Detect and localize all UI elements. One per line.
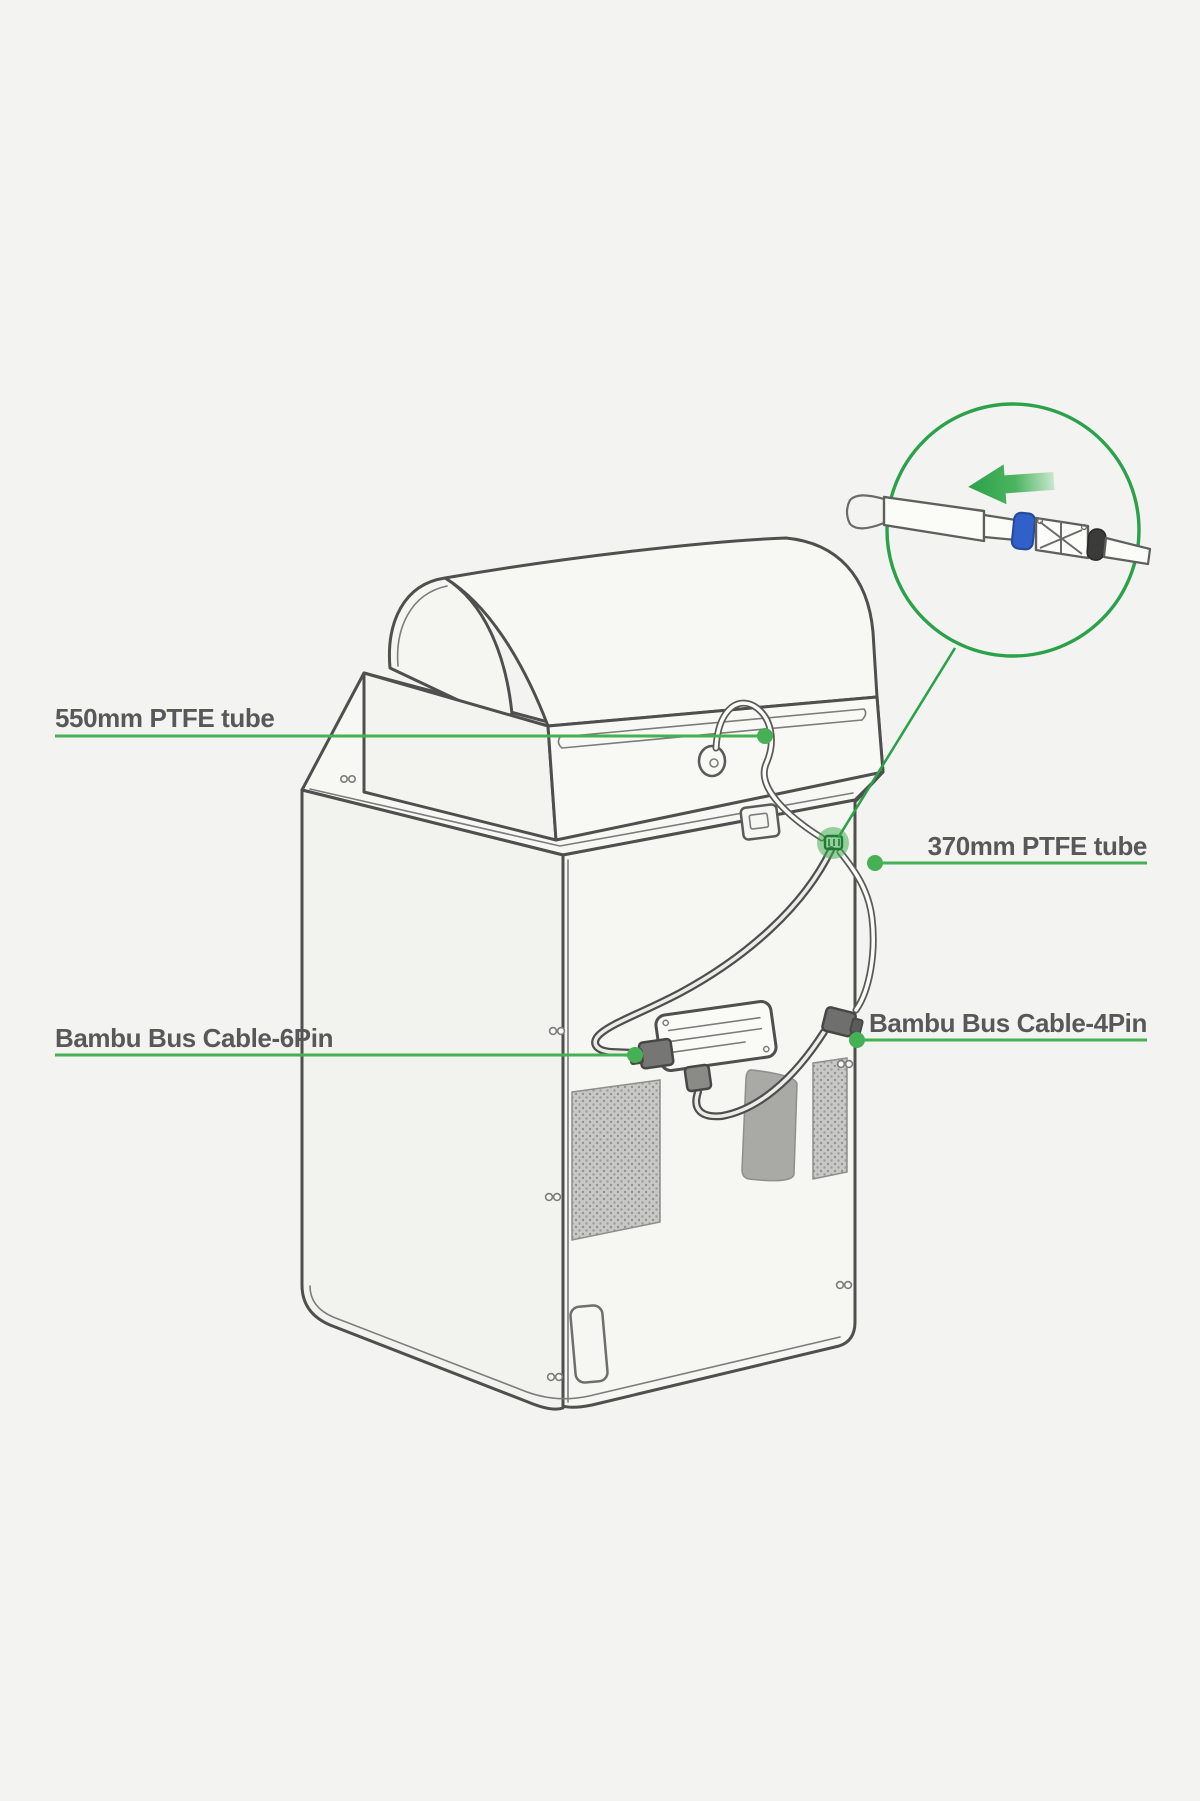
- label-bambu-bus-cable-6pin: Bambu Bus Cable-6Pin: [55, 1023, 334, 1053]
- hub-bottom-connector: [683, 1063, 713, 1093]
- ams-hub: [654, 999, 778, 1073]
- label-370mm-ptfe-tube: 370mm PTFE tube: [927, 831, 1148, 861]
- label-bambu-bus-cable-4pin: Bambu Bus Cable-4Pin: [868, 1008, 1147, 1038]
- ams-rim-slot: [557, 708, 867, 749]
- callout-lines: [55, 728, 1147, 1063]
- ptfe-outlet-coupler: [697, 744, 727, 778]
- detail-leader-line: [836, 647, 957, 839]
- tubes-and-cables: [591, 699, 877, 1121]
- label-550mm-ptfe-tube: 550mm PTFE tube: [55, 703, 275, 733]
- vent-grille-left: [571, 1079, 661, 1241]
- bus-cable-4pin-path: [692, 1028, 828, 1121]
- screw-holes: [339, 673, 854, 1382]
- ams-dome-endcap-rim: [396, 585, 448, 667]
- printer-base-edge: [309, 1285, 841, 1400]
- bottom-port-cutout: [569, 1304, 609, 1384]
- ptfe-tube-370: [836, 848, 877, 1014]
- left-arrow-icon: [968, 464, 1055, 505]
- power-socket-cutout: [739, 803, 781, 841]
- dot-6pin: [627, 1047, 643, 1063]
- printer-rear-panel: [561, 798, 857, 1409]
- vent-grille-right: [812, 1057, 848, 1180]
- ams-unit: [362, 536, 885, 842]
- tube-connector-illustration: [845, 494, 1152, 566]
- detail-callout: [836, 402, 1152, 839]
- ams-dome-endcap: [387, 576, 514, 722]
- blue-collet-ring: [1010, 511, 1037, 551]
- dot-550mm: [757, 728, 773, 744]
- rear-label-sticker: [741, 1069, 798, 1182]
- ams-dome: [443, 536, 879, 728]
- tube-coupling-highlight: [817, 827, 849, 859]
- printer-left-panel: [300, 788, 565, 1411]
- dot-370mm: [867, 855, 883, 871]
- ptfe-outlet-bore: [709, 758, 719, 768]
- bus-cable-6pin-path: [591, 846, 835, 1057]
- dot-4pin: [849, 1032, 865, 1048]
- bus-cable-4pin-connector: [821, 1006, 864, 1038]
